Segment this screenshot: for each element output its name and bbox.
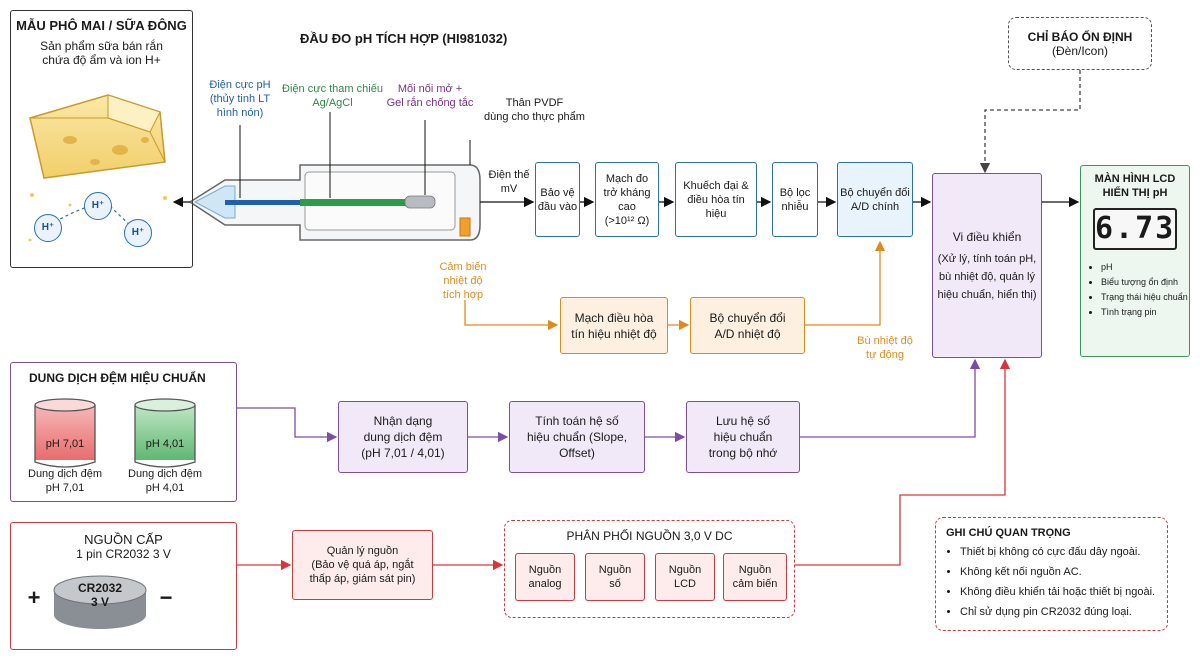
lcd-panel: MÀN HÌNH LCD HIỂN THỊ pH 6.73 pHBiểu tượ…	[1080, 165, 1190, 357]
battery-minus-sign: −	[159, 585, 173, 610]
buffer-beaker-7-drawing	[34, 398, 96, 468]
lcd-feature-list: pHBiểu tượng ổn địnhTrạng thái hiệu chuẩ…	[1089, 260, 1188, 320]
buffer-7-label: pH 7,01	[45, 438, 85, 450]
important-notes-panel: GHI CHÚ QUAN TRỌNG Thiết bị không có cực…	[935, 517, 1168, 631]
temperature-arrows	[464, 240, 886, 331]
power-panel: NGUỒN CẤP 1 pin CR2032 3 V	[10, 522, 237, 650]
buffer-4-label: pH 4,01	[145, 438, 185, 450]
notes-list: Thiết bị không có cực đấu dây ngoài. Khô…	[946, 542, 1155, 622]
stability-arrow	[979, 70, 1081, 174]
sample-desc-1: Sản phẩm sữa bán rắn	[40, 39, 163, 53]
calibration-panel: DUNG DỊCH ĐỆM HIỆU CHUẨN	[10, 362, 237, 502]
ion-badge-3: H⁺	[124, 219, 152, 247]
coin-battery-drawing	[53, 575, 147, 629]
lcd-reading: 6.73	[1093, 208, 1177, 250]
probe-title: ĐẦU ĐO pH TÍCH HỢP (HI981032)	[300, 31, 508, 46]
sample-desc-2: chứa độ ẩm và ion H+	[42, 53, 161, 67]
battery-plus-sign: +	[27, 585, 41, 610]
cheese-illustration	[28, 94, 167, 242]
probe-drawing	[188, 164, 481, 241]
sample-panel: MẪU PHÔ MAI / SỮA ĐÔNG Sản phẩm sữa bán …	[10, 10, 193, 268]
amplifier-box: Khuếch đại &điều hòa tín hiệu	[675, 162, 757, 237]
sample-title: MẪU PHÔ MAI / SỮA ĐÔNG	[16, 18, 187, 33]
probe-callouts	[239, 112, 471, 198]
junction-label: Mối nối mở +Gel rắn chống tắc	[386, 83, 474, 109]
calibration-arrows	[237, 358, 981, 443]
microcontroller-box: Vi điều khiển (Xử lý, tính toán pH,bù nh…	[932, 173, 1042, 358]
stability-indicator-box: CHỈ BÁO ỔN ĐỊNH (Đèn/Icon)	[1008, 17, 1152, 70]
buffer-beaker-4-drawing	[134, 398, 196, 468]
ion-badge-1: H⁺	[84, 192, 112, 220]
ion-badge-2: H⁺	[34, 214, 62, 242]
power-arrows	[237, 358, 1011, 571]
